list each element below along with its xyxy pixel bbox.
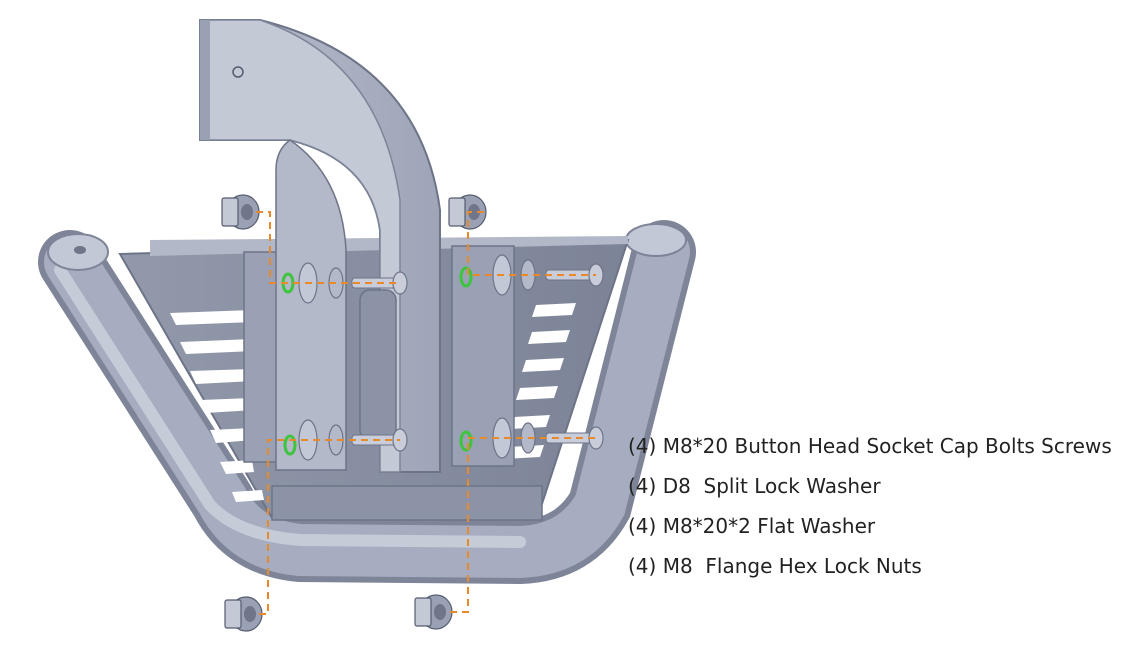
- leader-bottom-right: [450, 437, 596, 613]
- flange-nut-bottom-right: [414, 594, 453, 630]
- tubular-frame: [38, 220, 696, 585]
- flange-nut-bottom-left: [224, 596, 263, 632]
- vent-slots-left: [170, 310, 264, 502]
- tube-bore-left: [74, 246, 86, 254]
- vent-slots-right: [504, 303, 576, 459]
- nut-marker-upper-right: [459, 266, 473, 288]
- part-bolt-screws: (4) M8*20 Button Head Socket Cap Bolts S…: [628, 434, 1112, 458]
- leader-bottom-left: [259, 439, 400, 615]
- bracket-hole: [232, 66, 244, 78]
- tube-end-right: [625, 223, 687, 257]
- flange-nut-top-left: [221, 194, 260, 230]
- bent-bracket: [199, 19, 441, 473]
- bracket-edge: [200, 20, 210, 140]
- nut-marker-lower-left: [283, 434, 297, 456]
- nut-position-markers: [281, 266, 473, 456]
- part-flat-washer: (4) M8*20*2 Flat Washer: [628, 514, 876, 538]
- assembly-leader-lines: [256, 211, 596, 615]
- parts-list: (4) M8*20 Button Head Socket Cap Bolts S…: [628, 426, 1112, 586]
- part-split-lock-washer: (4) D8 Split Lock Washer: [628, 474, 881, 498]
- nut-marker-lower-right: [459, 430, 473, 452]
- bracket-inner-slot: [359, 289, 397, 441]
- bolt-set-lower-right: [492, 417, 604, 459]
- skid-plate-bottom: [271, 485, 543, 521]
- leader-top-left: [256, 211, 400, 284]
- part-flange-hex-lock-nuts: (4) M8 Flange Hex Lock Nuts: [628, 554, 922, 578]
